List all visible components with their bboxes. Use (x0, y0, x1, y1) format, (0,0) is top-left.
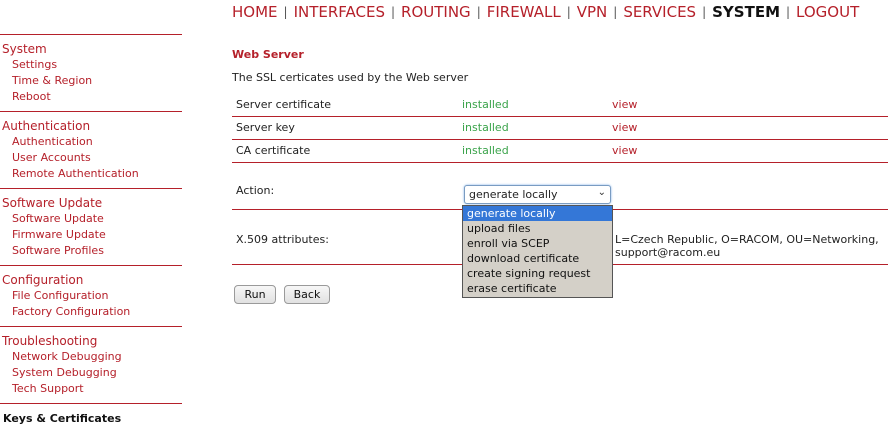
cert-name: CA certificate (236, 144, 311, 157)
cert-view-link[interactable]: view (612, 121, 638, 134)
action-dropdown-list: generate locally upload files enroll via… (462, 205, 613, 298)
sidebar-item-file-configuration[interactable]: File Configuration (12, 289, 109, 302)
cert-row: Server key installed view (232, 116, 888, 140)
action-option[interactable]: create signing request (467, 267, 591, 280)
nav-system[interactable]: SYSTEM (712, 3, 780, 21)
action-select-value: generate locally (469, 188, 558, 201)
action-option[interactable]: download certificate (467, 252, 580, 265)
x509-label: X.509 attributes: (236, 233, 329, 246)
nav-separator: | (391, 5, 396, 19)
nav-separator: | (566, 5, 571, 19)
sidebar-item-keys-certificates[interactable]: Keys & Certificates (3, 412, 122, 425)
action-option[interactable]: generate locally (463, 206, 612, 221)
x509-value: L=Czech Republic, O=RACOM, OU=Networking… (615, 233, 879, 259)
nav-firewall[interactable]: FIREWALL (486, 3, 561, 21)
sidebar-group-system: System Settings Time & Region Reboot (0, 34, 182, 111)
sidebar-item-reboot[interactable]: Reboot (12, 90, 51, 103)
sidebar-item-authentication[interactable]: Authentication (12, 135, 93, 148)
sidebar-heading-system[interactable]: System (2, 42, 47, 56)
cert-status: installed (462, 98, 509, 111)
sidebar-group-software-update: Software Update Software Update Firmware… (0, 188, 182, 265)
cert-status: installed (462, 121, 509, 134)
run-button[interactable]: Run (234, 285, 276, 304)
sidebar-group-troubleshooting: Troubleshooting Network Debugging System… (0, 326, 182, 403)
cert-view-link[interactable]: view (612, 144, 638, 157)
cert-row: Server certificate installed view (232, 93, 888, 117)
cert-status: installed (462, 144, 509, 157)
nav-separator: | (786, 5, 791, 19)
sidebar-item-factory-configuration[interactable]: Factory Configuration (12, 305, 131, 318)
sidebar-item-tech-support[interactable]: Tech Support (12, 382, 84, 395)
back-button[interactable]: Back (284, 285, 330, 304)
nav-routing[interactable]: ROUTING (401, 3, 471, 21)
nav-services[interactable]: SERVICES (623, 3, 697, 21)
sidebar-item-software-update[interactable]: Software Update (12, 212, 104, 225)
nav-interfaces[interactable]: INTERFACES (293, 3, 385, 21)
sidebar-item-firmware-update[interactable]: Firmware Update (12, 228, 106, 241)
nav-separator: | (613, 5, 618, 19)
action-option[interactable]: upload files (467, 222, 531, 235)
action-option[interactable]: erase certificate (467, 282, 557, 295)
sidebar-item-settings[interactable]: Settings (12, 58, 58, 71)
sidebar-heading-configuration[interactable]: Configuration (2, 273, 84, 287)
sidebar-heading-troubleshooting[interactable]: Troubleshooting (2, 334, 98, 348)
action-select[interactable]: generate locally ⌄ (464, 185, 611, 204)
page-description: The SSL certicates used by the Web serve… (232, 71, 469, 84)
sidebar: System Settings Time & Region Reboot Aut… (0, 34, 182, 433)
nav-separator: | (283, 5, 288, 19)
sidebar-item-user-accounts[interactable]: User Accounts (12, 151, 91, 164)
cert-name: Server key (236, 121, 295, 134)
action-option[interactable]: enroll via SCEP (467, 237, 550, 250)
page-title: Web Server (232, 48, 304, 61)
sidebar-item-system-debugging[interactable]: System Debugging (12, 366, 117, 379)
nav-separator: | (476, 5, 481, 19)
nav-logout[interactable]: LOGOUT (796, 3, 860, 21)
sidebar-item-software-profiles[interactable]: Software Profiles (12, 244, 104, 257)
nav-vpn[interactable]: VPN (576, 3, 608, 21)
sidebar-group-configuration: Configuration File Configuration Factory… (0, 265, 182, 326)
sidebar-group-keys: Keys & Certificates (0, 403, 182, 433)
chevron-down-icon: ⌄ (597, 187, 606, 198)
sidebar-item-time-region[interactable]: Time & Region (12, 74, 93, 87)
top-navigation: HOME | INTERFACES | ROUTING | FIREWALL | VPN | SER… (232, 3, 859, 21)
nav-separator: | (702, 5, 707, 19)
action-label: Action: (236, 184, 275, 197)
sidebar-heading-authentication[interactable]: Authentication (2, 119, 91, 133)
cert-view-link[interactable]: view (612, 98, 638, 111)
sidebar-item-network-debugging[interactable]: Network Debugging (12, 350, 122, 363)
cert-name: Server certificate (236, 98, 332, 111)
sidebar-item-remote-authentication[interactable]: Remote Authentication (12, 167, 139, 180)
cert-row: CA certificate installed view (232, 139, 888, 163)
sidebar-heading-software-update[interactable]: Software Update (2, 196, 103, 210)
nav-home[interactable]: HOME (232, 3, 278, 21)
sidebar-group-authentication: Authentication Authentication User Accou… (0, 111, 182, 188)
